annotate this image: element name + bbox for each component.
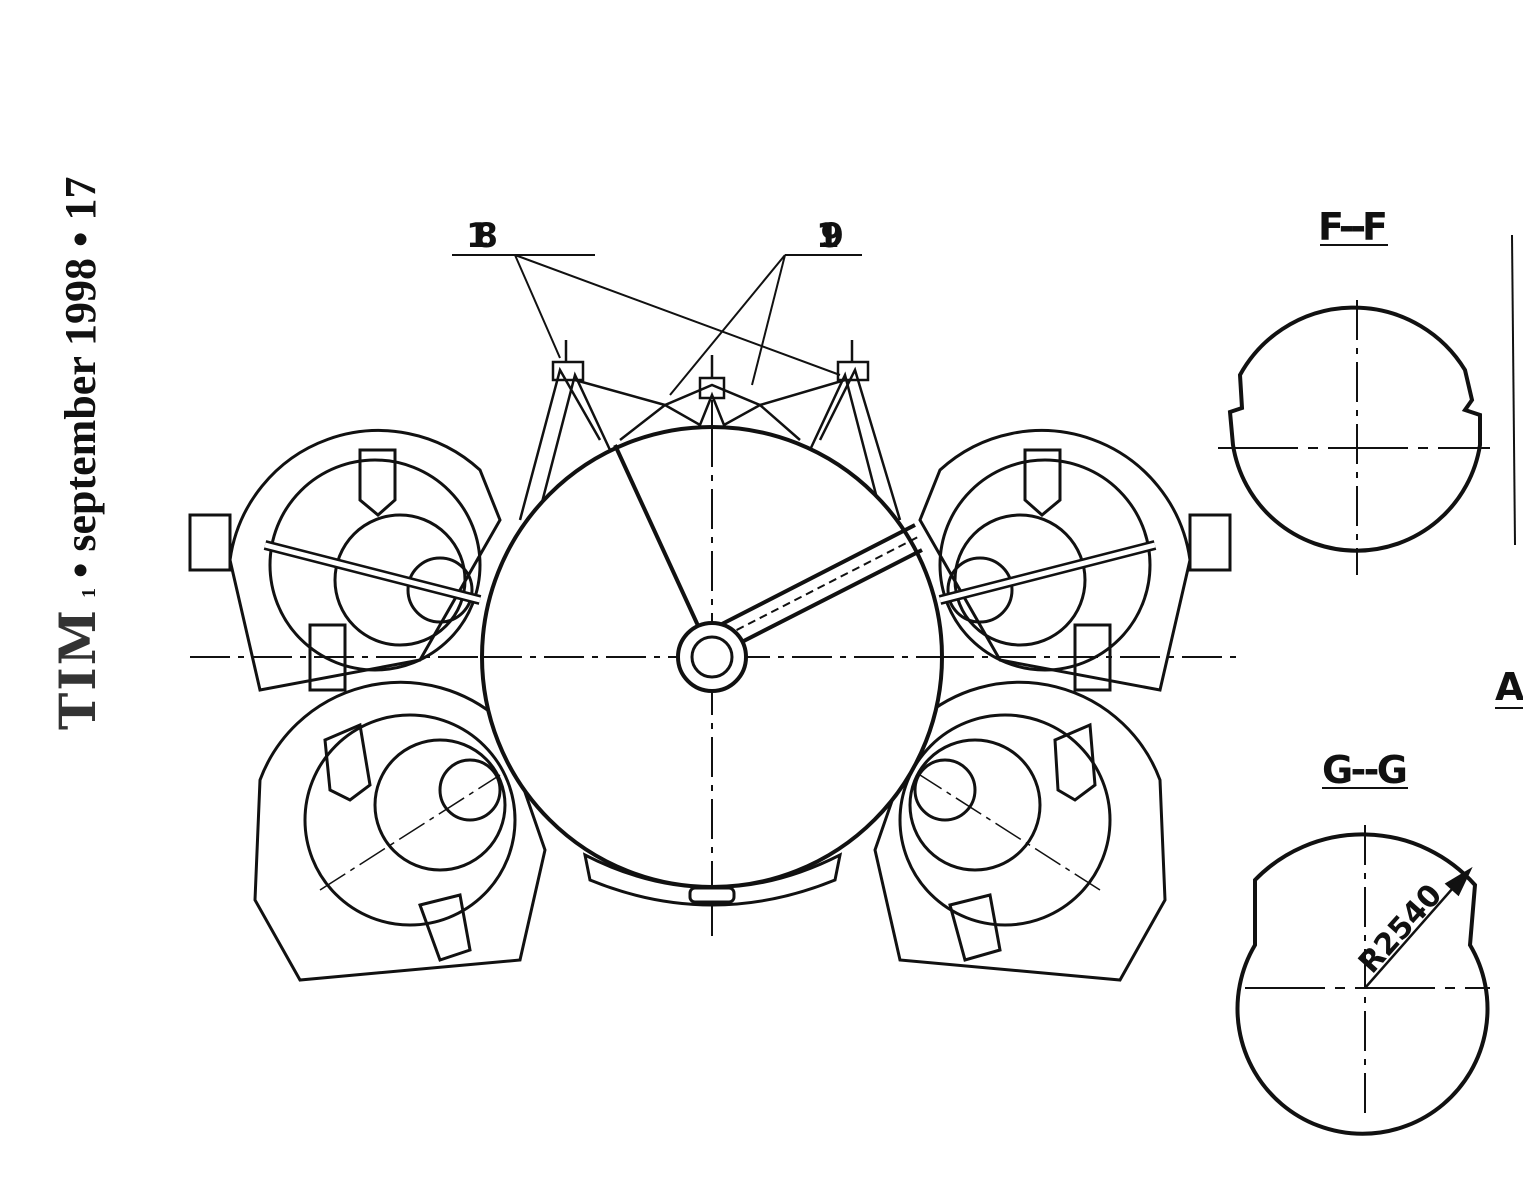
dimension-line (1511, 234, 1516, 546)
radius-arrow (1364, 879, 1461, 989)
booster-upper-right (918, 429, 1232, 692)
section-g-label: G--G (1322, 748, 1408, 792)
core-bottom-fairing (582, 852, 843, 907)
section-f-label: F--F (1318, 205, 1388, 249)
core-hub (676, 621, 748, 693)
callout-19: 19 (816, 216, 844, 256)
section-g-g-profile (1235, 787, 1490, 1136)
pipe-right (719, 523, 923, 650)
top-truss (518, 340, 902, 521)
callout-18: 18 (466, 216, 498, 256)
booster-upper-left (188, 429, 502, 692)
section-f-f-profile (1218, 244, 1490, 575)
radius-label: R2540 (1352, 878, 1449, 981)
edge-label-a: A (1495, 665, 1523, 709)
callout-leaders (452, 254, 862, 396)
pipe-left (613, 444, 702, 631)
